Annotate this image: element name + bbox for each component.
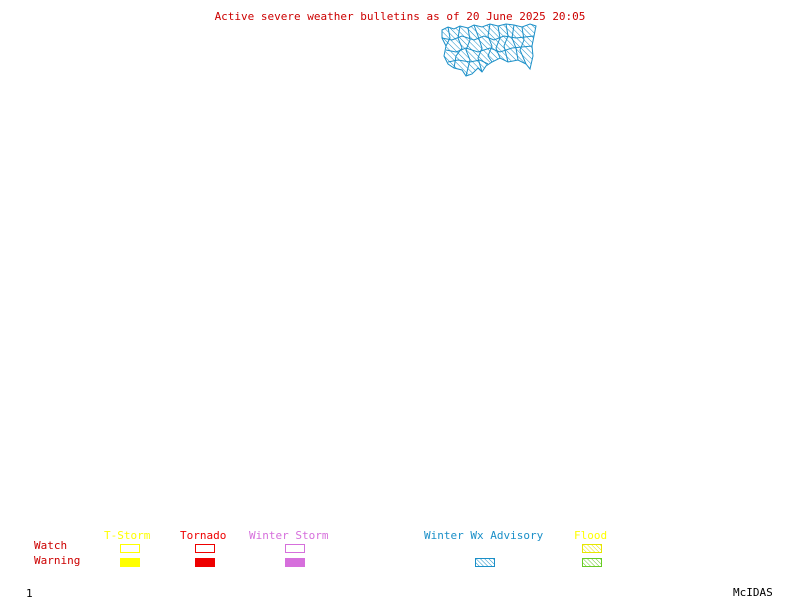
legend-tornado-label: Tornado (180, 529, 227, 542)
legend-warning-label: Warning (34, 554, 81, 567)
legend-watch-label: Watch (34, 539, 68, 552)
winter-storm-watch-swatch (285, 544, 305, 553)
winter-advisory-swatch (475, 558, 495, 567)
bulletin-title: Active severe weather bulletins as of 20… (214, 10, 586, 23)
tstorm-warning-swatch (120, 558, 140, 567)
legend-winter-storm-label: Winter Storm (249, 529, 329, 542)
legend-tstorm-label: T-Storm (104, 529, 151, 542)
tornado-watch-swatch (195, 544, 215, 553)
legend-winter-advisory-label: Winter Wx Advisory (424, 529, 544, 542)
winter-storm-warning-swatch (285, 558, 305, 567)
frame-number: 1 (26, 587, 33, 600)
legend-flood-label: Flood (574, 529, 608, 542)
county-borders (441, 23, 535, 77)
flood-watch-swatch (582, 544, 602, 553)
tstorm-watch-swatch (120, 544, 140, 553)
tornado-warning-swatch (195, 558, 215, 567)
advisory-region-map (441, 23, 537, 77)
flood-warning-swatch (582, 558, 602, 567)
mcidas-label: McIDAS (733, 586, 773, 599)
